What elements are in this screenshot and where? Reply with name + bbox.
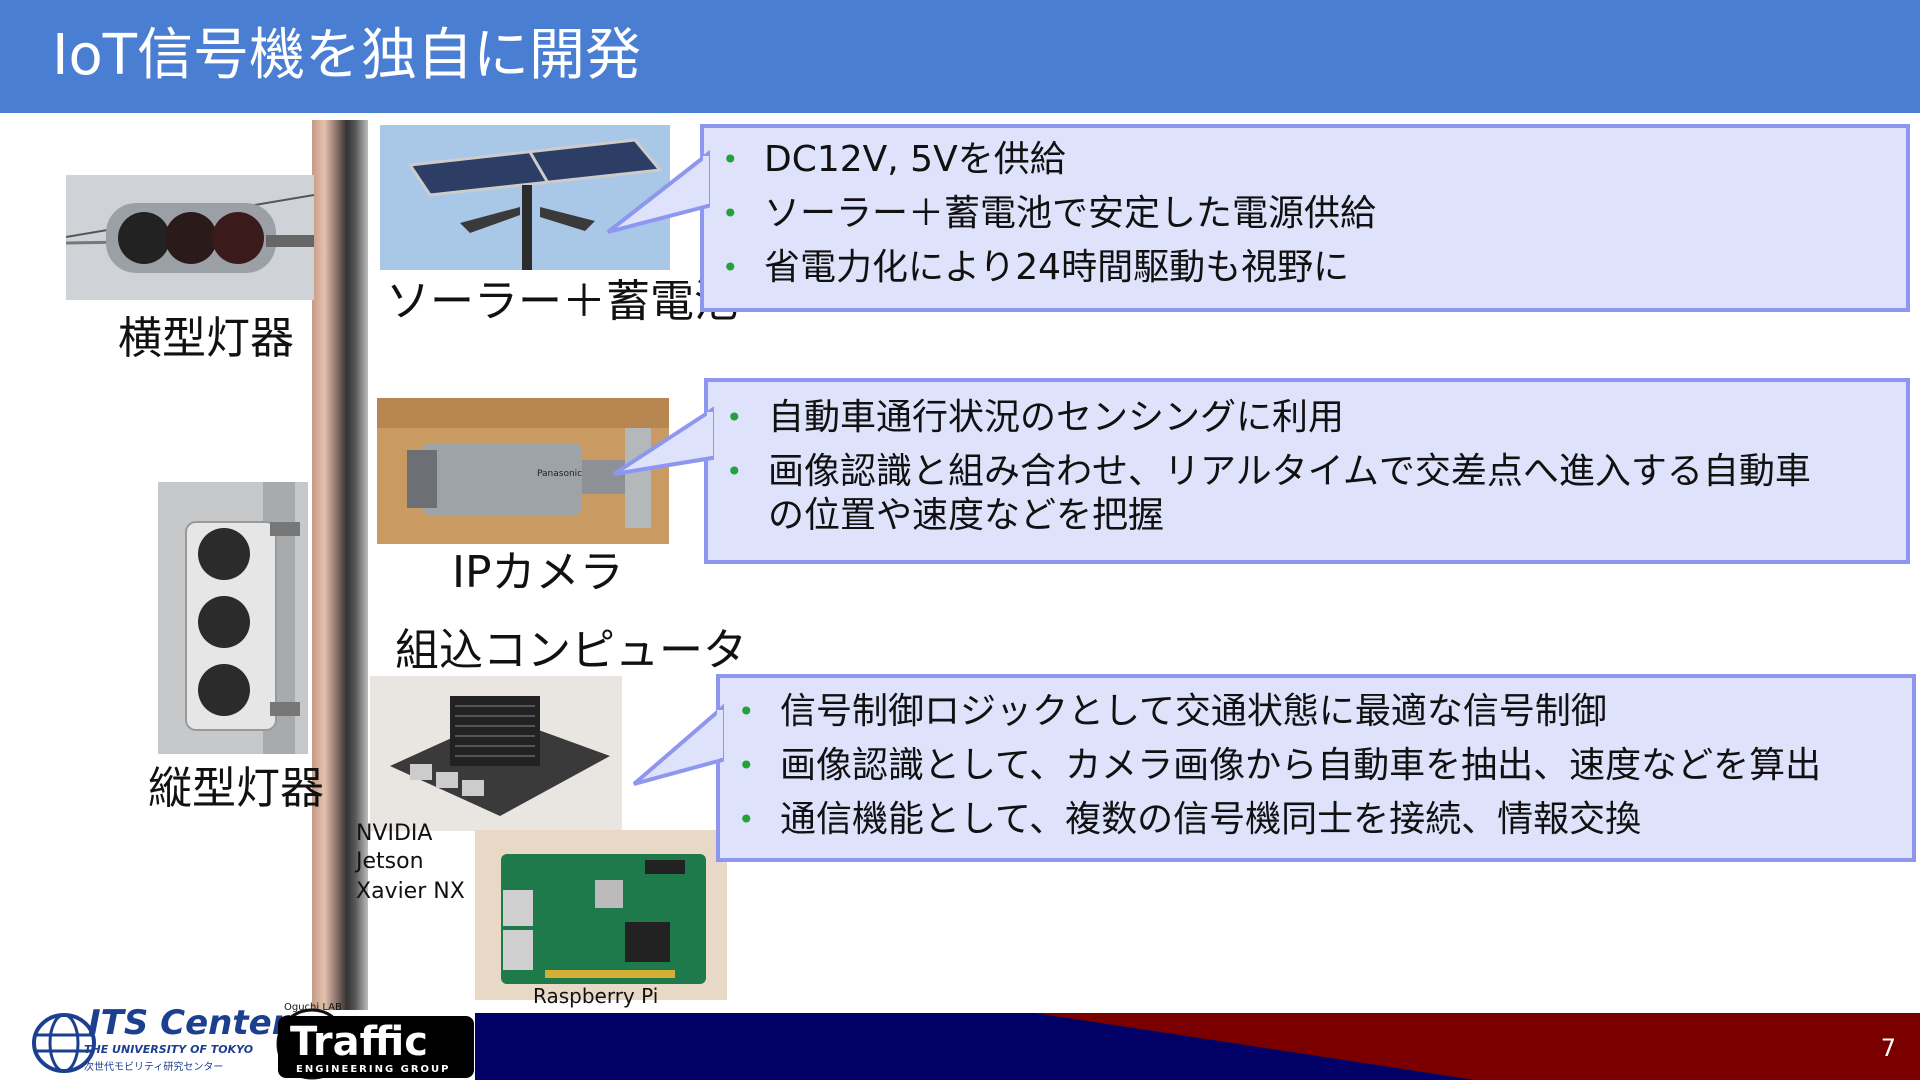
traffic-engineering-logo: Oguchi LAB Traffic ENGINEERING GROUP	[270, 1000, 476, 1080]
raspberry-pi-photo	[475, 830, 727, 1000]
horizontal-lamp-label: 横型灯器	[118, 313, 294, 364]
footer-band	[475, 1013, 1920, 1080]
camera-callout-tail	[612, 406, 714, 476]
computer-bullet-1: •信号制御ロジックとして交通状態に最適な信号制御	[738, 691, 1607, 732]
solar-bullet-1: •DC12V, 5Vを供給	[722, 139, 1066, 180]
solar-bullet-3: •省電力化により24時間駆動も視野に	[722, 247, 1350, 288]
camera-label: IPカメラ	[452, 547, 624, 598]
camera-bullet-2-cont: の位置や速度などを把握	[768, 495, 1165, 536]
solar-label: ソーラー＋蓄電池	[386, 276, 738, 327]
camera-callout: •自動車通行状況のセンシングに利用 •画像認識と組み合わせ、リアルタイムで交差点…	[612, 378, 1910, 564]
its-logo-japanese: 次世代モビリティ研究センター	[84, 1062, 224, 1073]
nvidia-label-line2: Jetson	[356, 849, 424, 874]
computer-callout-tail	[632, 703, 724, 786]
computer-bullet-3: •通信機能として、複数の信号機同士を接続、情報交換	[738, 799, 1642, 840]
solar-callout-tail	[606, 149, 710, 234]
traffic-logo-title: Traffic	[290, 1019, 428, 1065]
vertical-lamp-photo	[158, 482, 308, 754]
solar-bullet-2: •ソーラー＋蓄電池で安定した電源供給	[722, 193, 1377, 234]
nvidia-label-line3: Xavier NX	[356, 879, 465, 904]
nvidia-jetson-photo	[370, 676, 622, 831]
its-logo-subtitle: THE UNIVERSITY OF TOKYO	[84, 1043, 254, 1056]
its-center-logo: ITS Center THE UNIVERSITY OF TOKYO 次世代モビ…	[22, 1003, 288, 1077]
traffic-logo-subtitle: ENGINEERING GROUP	[296, 1064, 451, 1075]
page-number: 7	[1880, 1034, 1896, 1062]
solar-panel-photo	[380, 125, 670, 270]
svg-text:Panasonic: Panasonic	[537, 469, 582, 479]
solar-callout: •DC12V, 5Vを供給 •ソーラー＋蓄電池で安定した電源供給 •省電力化によ…	[606, 124, 1910, 312]
vertical-lamp-label: 縦型灯器	[148, 763, 324, 814]
nvidia-label-line1: NVIDIA	[356, 821, 433, 846]
traffic-logo-arc: Oguchi LAB	[284, 1002, 342, 1013]
signal-pole	[312, 120, 368, 1010]
computer-bullet-2: •画像認識として、カメラ画像から自動車を抽出、速度などを算出	[738, 745, 1822, 786]
title-bar: IoT信号機を独自に開発	[0, 0, 1920, 113]
computer-callout: •信号制御ロジックとして交通状態に最適な信号制御 •画像認識として、カメラ画像か…	[632, 674, 1916, 862]
its-logo-title: ITS Center	[88, 1003, 289, 1043]
horizontal-lamp-photo	[66, 175, 314, 300]
computer-label: 組込コンピュータ	[395, 625, 747, 676]
raspberry-pi-label: Raspberry Pi	[533, 984, 659, 1008]
camera-bullet-2: •画像認識と組み合わせ、リアルタイムで交差点へ進入する自動車	[726, 451, 1811, 492]
slide-title: IoT信号機を独自に開発	[52, 23, 641, 88]
camera-bullet-1: •自動車通行状況のセンシングに利用	[726, 397, 1345, 438]
